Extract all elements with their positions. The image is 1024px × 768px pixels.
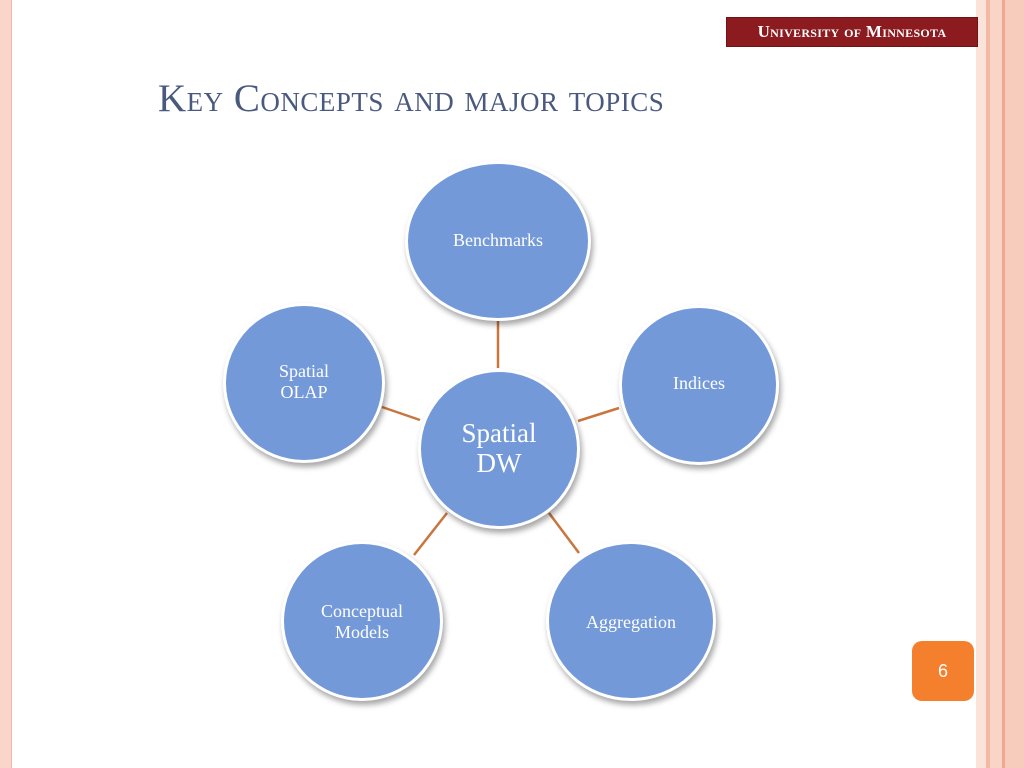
center-node-spatial-dw: Spatial DW [418, 369, 580, 529]
topic-node-spatial-olap: Spatial OLAP [223, 303, 385, 463]
university-logo: University of Minnesota [726, 17, 978, 47]
connector-indices [577, 406, 620, 423]
node-label-line: Models [334, 622, 389, 642]
page-number-badge: 6 [912, 641, 974, 701]
left-decorative-border [0, 0, 12, 768]
connector-conceptual-models [413, 512, 448, 556]
topic-node-conceptual-models: Conceptual Models [281, 541, 443, 701]
center-label-line: Spatial [461, 418, 537, 448]
node-label-line: Indices [673, 373, 725, 393]
connector-spatial-olap [381, 405, 421, 422]
topic-node-benchmarks: Benchmarks [405, 161, 591, 321]
node-label-line: Aggregation [586, 612, 676, 632]
center-label-line: DW [476, 448, 522, 478]
slide-title: Key Concepts and major topics [158, 77, 665, 120]
node-label-line: Benchmarks [453, 230, 543, 250]
topic-node-aggregation: Aggregation [546, 541, 716, 701]
node-label-line: OLAP [280, 382, 328, 402]
node-label-line: Spatial [279, 361, 329, 381]
node-label-line: Conceptual [321, 601, 403, 621]
connector-aggregation [548, 512, 580, 554]
topic-node-indices: Indices [619, 305, 779, 465]
right-decorative-stripes [976, 0, 1024, 768]
